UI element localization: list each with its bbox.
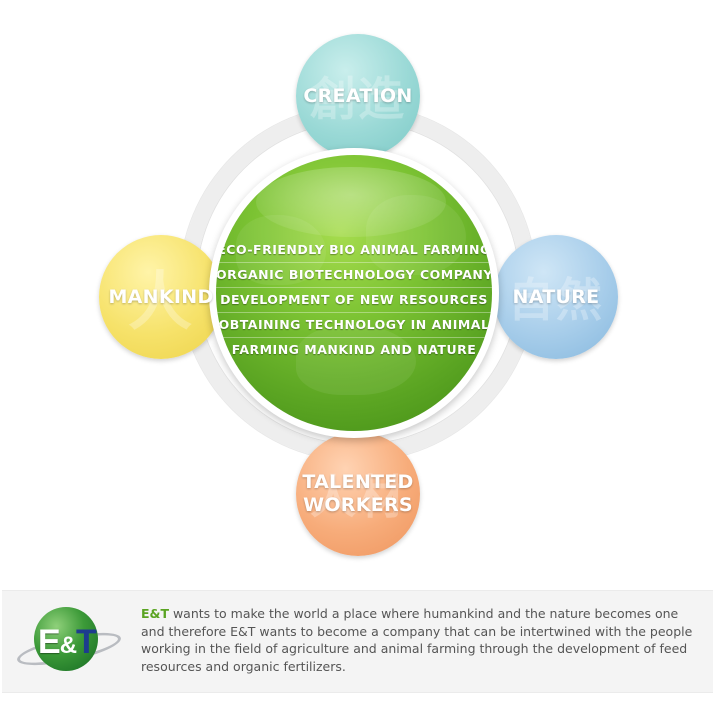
description-text: wants to make the world a place where hu…	[141, 606, 693, 674]
company-description: E&T wants to make the world a place wher…	[141, 605, 701, 675]
company-logo: E&T	[14, 605, 124, 673]
center-line: DEVELOPMENT OF NEW RESOURCES	[216, 287, 492, 312]
center-line: OBTAINING TECHNOLOGY IN ANIMAL	[216, 312, 492, 337]
talented-label-line1: TALENTED	[302, 471, 414, 493]
talented-watermark: 人材	[310, 470, 406, 524]
center-globe: ECO-FRIENDLY BIO ANIMAL FARMING ORGANIC …	[216, 155, 492, 431]
logo-letter-t: T	[76, 623, 97, 661]
mankind-label: MANKIND	[108, 285, 214, 308]
center-globe-frame: ECO-FRIENDLY BIO ANIMAL FARMING ORGANIC …	[209, 148, 499, 438]
talented-label-line2: WORKERS	[303, 494, 413, 516]
center-line: ECO-FRIENDLY BIO ANIMAL FARMING	[217, 242, 491, 257]
center-line: FARMING MANKIND AND NATURE	[216, 337, 492, 362]
mankind-circle: 人 MANKIND	[99, 235, 223, 359]
logo-globe	[34, 607, 98, 671]
footer-panel: E&T E&T wants to make the world a place …	[2, 590, 713, 693]
creation-watermark: 創造	[310, 72, 406, 126]
nature-label: NATURE	[512, 285, 600, 308]
talented-workers-label: TALENTED WORKERS	[302, 471, 413, 517]
logo-ampersand: &	[59, 632, 77, 659]
creation-label: CREATION	[303, 84, 413, 107]
brand-name: E&T	[141, 606, 169, 621]
nature-circle: 自然 NATURE	[494, 235, 618, 359]
nature-watermark: 自然	[508, 273, 604, 327]
diagram: 創造 CREATION 人 MANKIND 自然 NATURE 人材 TALEN…	[99, 34, 618, 556]
logo-wordmark: E&T	[38, 623, 97, 662]
logo-letter-e: E	[38, 623, 61, 661]
mankind-watermark: 人	[128, 266, 194, 340]
creation-circle: 創造 CREATION	[296, 34, 420, 158]
talented-workers-circle: 人材 TALENTED WORKERS	[296, 432, 420, 556]
center-line: ORGANIC BIOTECHNOLOGY COMPANY	[216, 262, 492, 287]
center-statement-list: ECO-FRIENDLY BIO ANIMAL FARMING ORGANIC …	[216, 238, 492, 362]
